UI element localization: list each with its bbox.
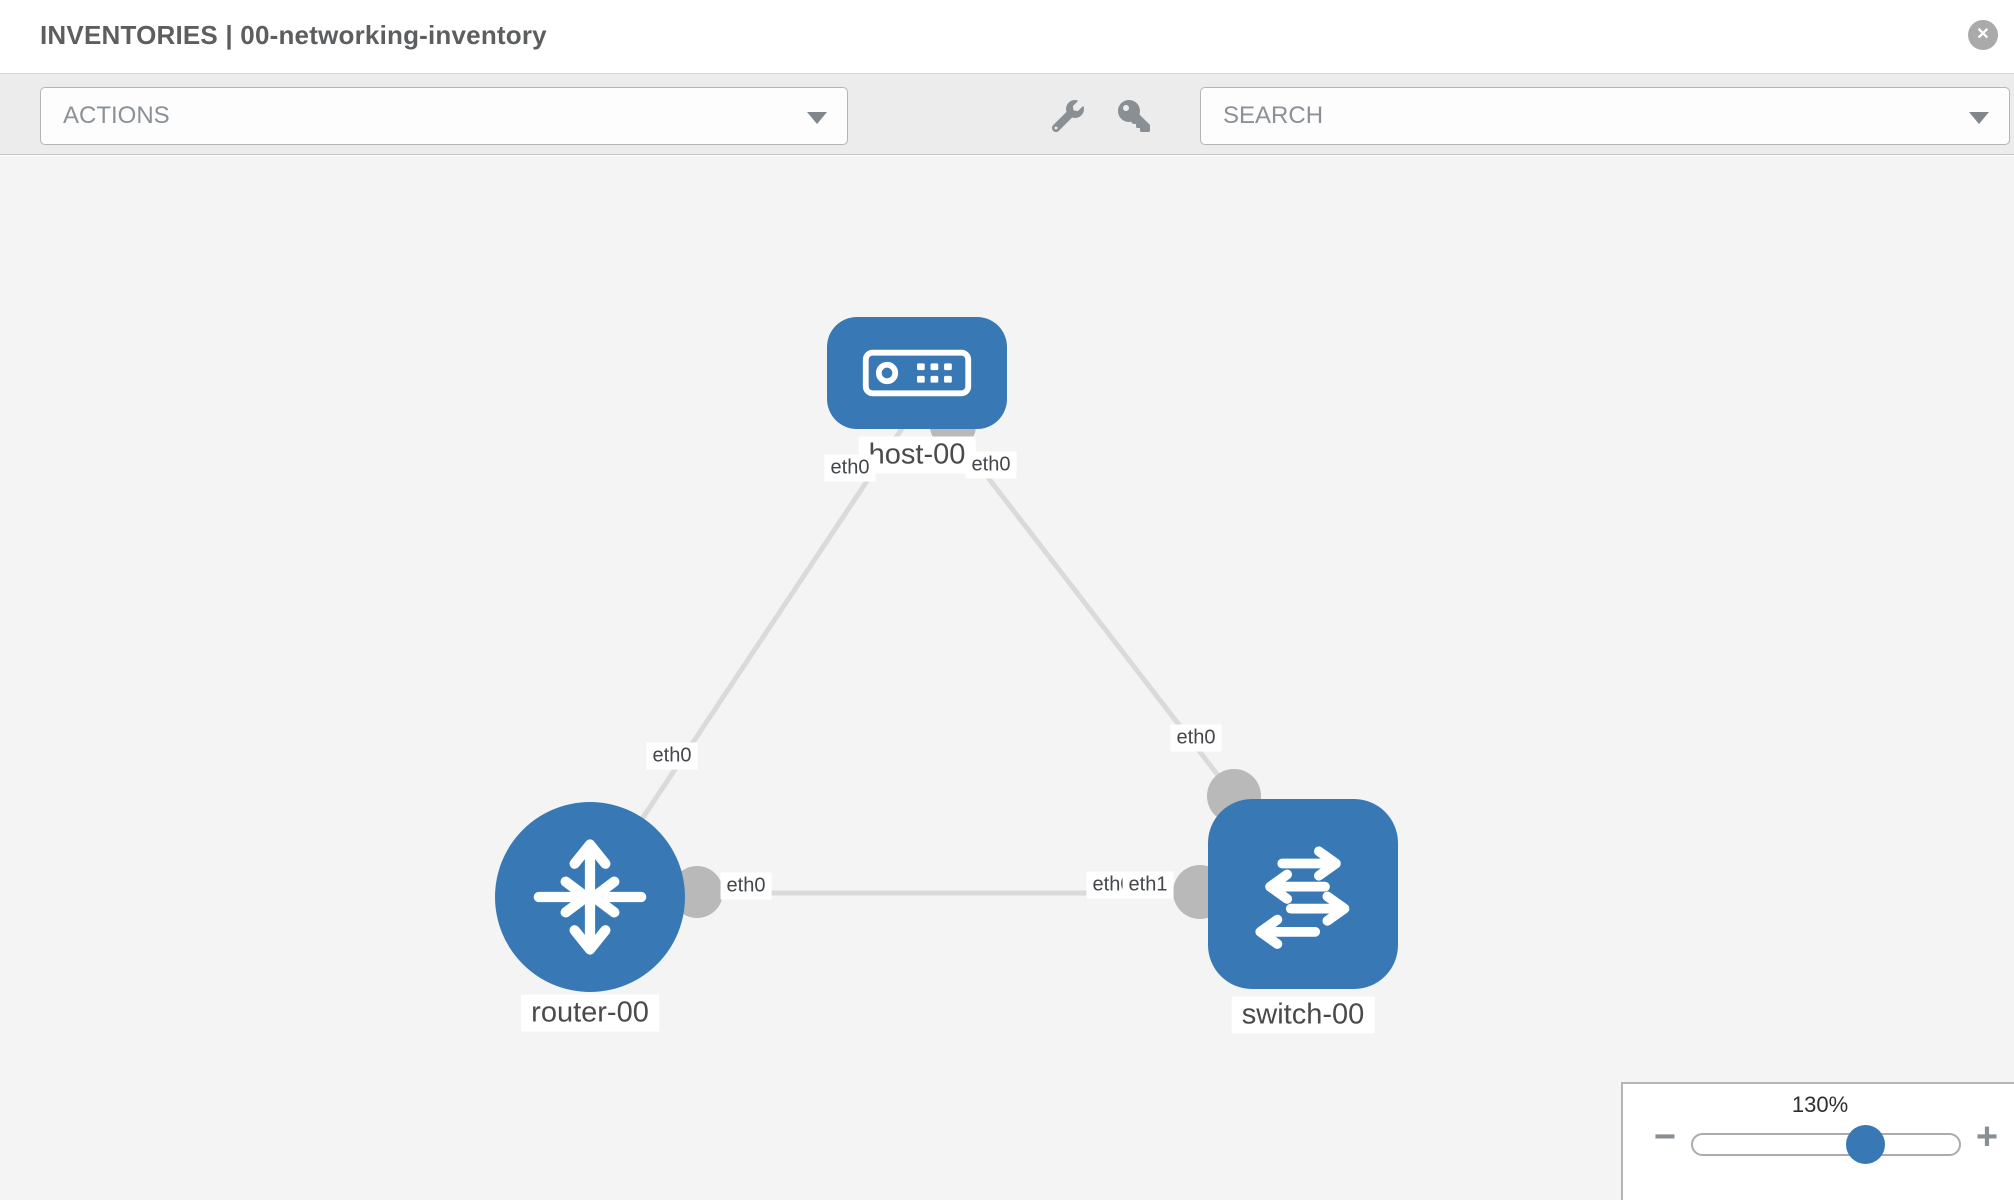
zoom-slider-track[interactable]	[1691, 1133, 1961, 1156]
wrench-icon[interactable]	[1051, 100, 1084, 133]
close-icon[interactable]: ✕	[1968, 20, 1998, 50]
interface-label-switch-left-eth1: eth1	[1122, 871, 1174, 899]
node-host-00[interactable]	[827, 317, 1007, 429]
node-label-host: host-00	[858, 436, 976, 474]
interface-label-router-right: eth0	[720, 872, 772, 900]
zoom-in-button[interactable]: +	[1975, 1116, 1999, 1158]
zoom-panel: 130% − +	[1621, 1082, 2014, 1200]
server-icon	[862, 349, 972, 397]
node-label-router: router-00	[521, 994, 659, 1032]
actions-dropdown[interactable]: ACTIONS	[40, 87, 848, 145]
node-router-00[interactable]	[495, 802, 685, 992]
router-arrows-icon	[533, 839, 647, 955]
key-icon[interactable]	[1118, 100, 1150, 132]
interface-label-switch-host: eth0	[1170, 724, 1222, 752]
zoom-value: 130%	[1791, 1092, 1849, 1117]
topology-links	[587, 403, 1261, 919]
zoom-slider-handle[interactable]	[1846, 1125, 1885, 1164]
zoom-out-button[interactable]: −	[1653, 1116, 1677, 1158]
toolbar: ACTIONS SEARCH	[0, 73, 2014, 155]
header-bar: INVENTORIES | 00-networking-inventory ✕	[0, 0, 2014, 73]
search-dropdown-label: SEARCH	[1223, 102, 1324, 129]
node-label-switch: switch-00	[1231, 996, 1375, 1034]
interface-label-router-host: eth0	[646, 742, 698, 770]
search-dropdown[interactable]: SEARCH	[1200, 87, 2010, 145]
interface-label-host-right: eth0	[965, 451, 1017, 479]
node-switch-00[interactable]	[1208, 799, 1398, 989]
interface-label-host-left: eth0	[824, 454, 876, 482]
chevron-down-icon	[807, 112, 827, 124]
actions-dropdown-label: ACTIONS	[63, 102, 170, 129]
chevron-down-icon	[1969, 112, 1989, 124]
switch-arrows-icon	[1255, 846, 1350, 949]
page-title: INVENTORIES | 00-networking-inventory	[40, 20, 547, 50]
topology-canvas[interactable]: host-00 router-00 switch-00 eth0 eth0 et…	[0, 156, 2014, 1200]
